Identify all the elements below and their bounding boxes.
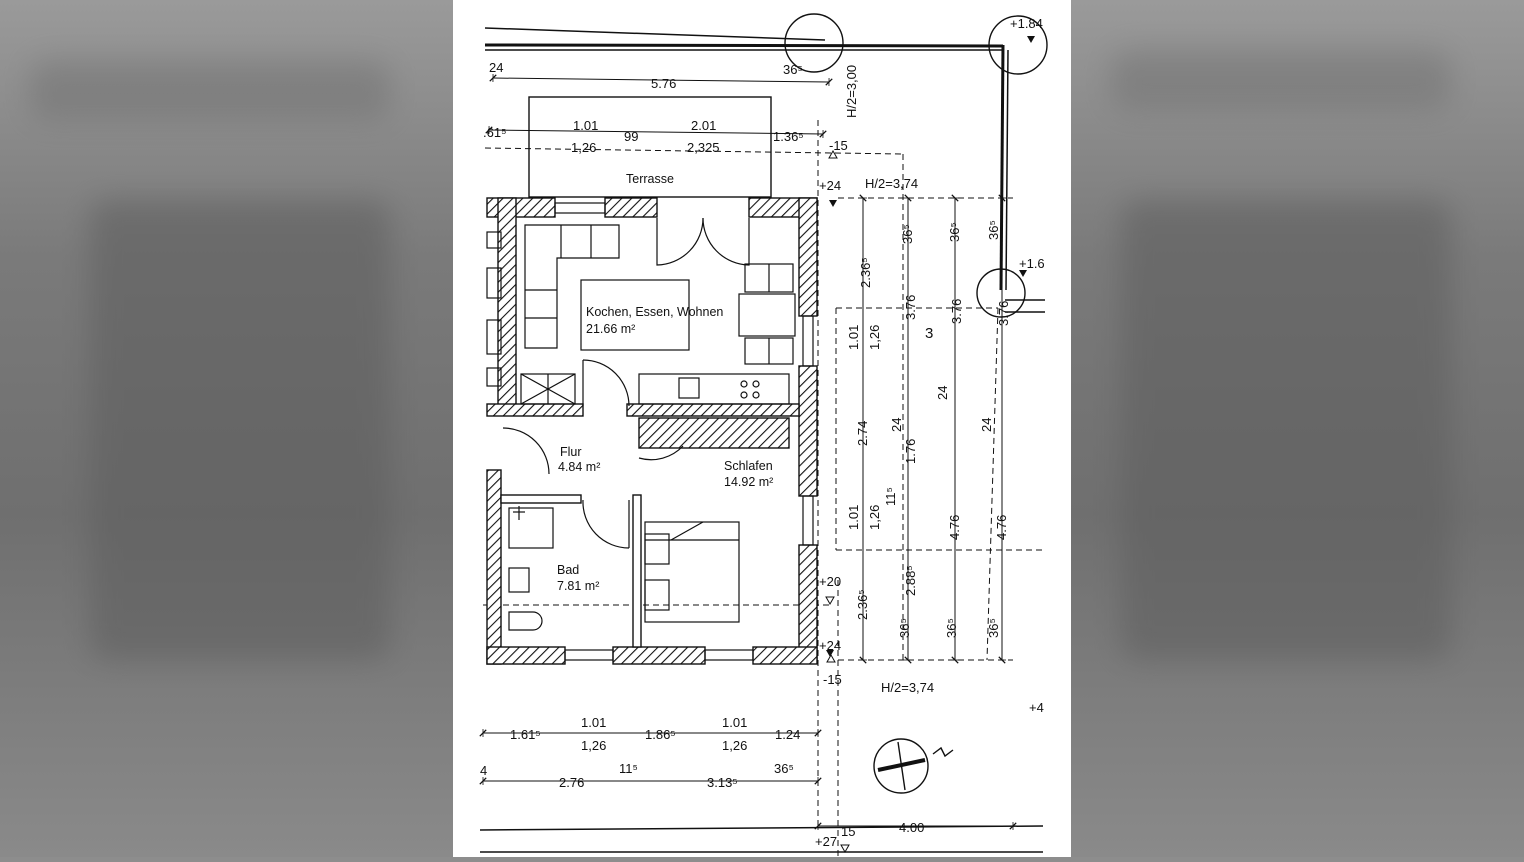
dim-bot2-c: 11⁵ xyxy=(619,761,638,776)
level-wall-right-b: +24 xyxy=(819,638,841,653)
room-name-hall: Flur xyxy=(560,445,582,459)
dim-right-c4-4: 36⁵ xyxy=(986,618,1001,638)
dim-top1-main: 5.76 xyxy=(651,76,676,91)
dim-bot1-d2: 1,26 xyxy=(722,738,747,753)
dim-right-c2-0: 36⁵ xyxy=(900,224,915,244)
level-right-mid: +1.6 xyxy=(1019,256,1045,271)
dim-bot2-e: 36⁵ xyxy=(774,761,794,776)
doors xyxy=(502,217,750,549)
dimension-lines xyxy=(479,73,1017,830)
level-bottom-b: +27 xyxy=(815,834,837,849)
dim-right-c3-4: 36⁵ xyxy=(944,618,959,638)
level-bottom-a: -15 xyxy=(823,672,842,687)
dim-bot3-a: 4.00 xyxy=(899,820,924,835)
dim-right-c2-2: 24 xyxy=(889,418,904,432)
dashed-guides xyxy=(483,120,1043,857)
room-name-bedroom: Schlafen xyxy=(724,459,773,473)
dim-right-c1-3: 2.74 xyxy=(855,421,870,446)
blurred-background-left xyxy=(0,0,453,857)
dim-top2-d1: 2.01 xyxy=(691,118,716,133)
dim-bot2-b: 2.76 xyxy=(559,775,584,790)
dim-right-c2-4: 11⁵ xyxy=(883,487,898,506)
dim-bot1-e: 1.24 xyxy=(775,727,800,742)
dim-right-c1-1: 1.01 xyxy=(846,325,861,350)
room-number: 3 xyxy=(925,325,933,342)
dim-bot1-d1: 1.01 xyxy=(722,715,747,730)
room-name-terrace: Terrasse xyxy=(626,172,674,186)
room-area-bath: 7.81 m² xyxy=(557,579,599,593)
dim-bot2-d: 3.13⁵ xyxy=(707,775,738,790)
dim-right-c2-6: 36⁵ xyxy=(897,618,912,638)
floor-plan: Kochen, Essen, Wohnen 21.66 m² Flur 4.84… xyxy=(479,13,1048,857)
level-far-right: +4 xyxy=(1029,700,1044,715)
dim-right-c1-2: 1,26 xyxy=(867,325,882,350)
property-outline xyxy=(479,27,1045,853)
dim-right-c1-5: 1,26 xyxy=(867,505,882,530)
dim-right-c4-3: 4.76 xyxy=(994,515,1009,540)
windows xyxy=(486,202,814,661)
dim-top2-c: 99 xyxy=(624,129,638,144)
room-name-living: Kochen, Essen, Wohnen xyxy=(586,305,723,319)
height-mid: H/2=3,74 xyxy=(865,176,918,191)
dim-top2-b2: 1,26 xyxy=(571,140,596,155)
dim-bot1-b2: 1,26 xyxy=(581,738,606,753)
north-arrow xyxy=(873,738,954,794)
room-area-hall: 4.84 m² xyxy=(558,460,600,474)
furniture xyxy=(508,224,796,631)
level-top-right: +1.84 xyxy=(1010,16,1043,31)
dim-right-c3-0: 36⁵ xyxy=(947,222,962,242)
dim-top1-left: 24 xyxy=(489,60,503,75)
terrace xyxy=(528,96,772,198)
dim-right-c3-2: 24 xyxy=(935,386,950,400)
dim-right-c2-3: 1.76 xyxy=(903,439,918,464)
dim-right-c4-1: 3.76 xyxy=(996,301,1011,326)
dim-right-c2-1: 3.76 xyxy=(903,295,918,320)
dim-right-c4-0: 36⁵ xyxy=(986,220,1001,240)
walls xyxy=(486,197,818,665)
dim-bot1-c: 1.86⁵ xyxy=(645,727,676,742)
dim-right-c1-6: 2.36⁵ xyxy=(855,589,870,620)
level-terrace-b: +24 xyxy=(819,178,841,193)
room-area-living: 21.66 m² xyxy=(586,322,635,336)
level-bottom-c: 15 xyxy=(841,824,855,839)
dim-top1-right: 36⁵ xyxy=(783,62,803,77)
room-name-bath: Bad xyxy=(557,563,579,577)
dim-right-c1-4: 1.01 xyxy=(846,505,861,530)
dim-bot2-a: 4 xyxy=(480,763,487,778)
room-area-bedroom: 14.92 m² xyxy=(724,475,773,489)
dim-right-c1-0: 2.36⁵ xyxy=(858,257,873,288)
dim-right-c2-5: 2.88⁵ xyxy=(903,565,918,596)
dim-right-c3-1: 3.76 xyxy=(949,299,964,324)
dim-bot1-b1: 1.01 xyxy=(581,715,606,730)
height-bottom: H/2=3,74 xyxy=(881,680,934,695)
dim-bot1-a: 1.61⁵ xyxy=(510,727,541,742)
floor-plan-sheet: Kochen, Essen, Wohnen 21.66 m² Flur 4.84… xyxy=(453,0,1071,857)
level-triangles xyxy=(825,36,1035,854)
dim-right-c3-3: 4.76 xyxy=(947,515,962,540)
dim-top2-d2: 2,325 xyxy=(687,140,720,155)
height-top: H/2=3,00 xyxy=(844,65,859,118)
dim-top2-e: 1.36⁵ xyxy=(773,129,804,144)
dim-top2-b1: 1.01 xyxy=(573,118,598,133)
dim-right-c4-2: 24 xyxy=(979,418,994,432)
level-wall-right-a: +20 xyxy=(819,574,841,589)
level-terrace-a: -15 xyxy=(829,138,848,153)
blurred-background-right xyxy=(1071,0,1524,857)
dim-top2-a: .61⁵ xyxy=(483,125,506,140)
